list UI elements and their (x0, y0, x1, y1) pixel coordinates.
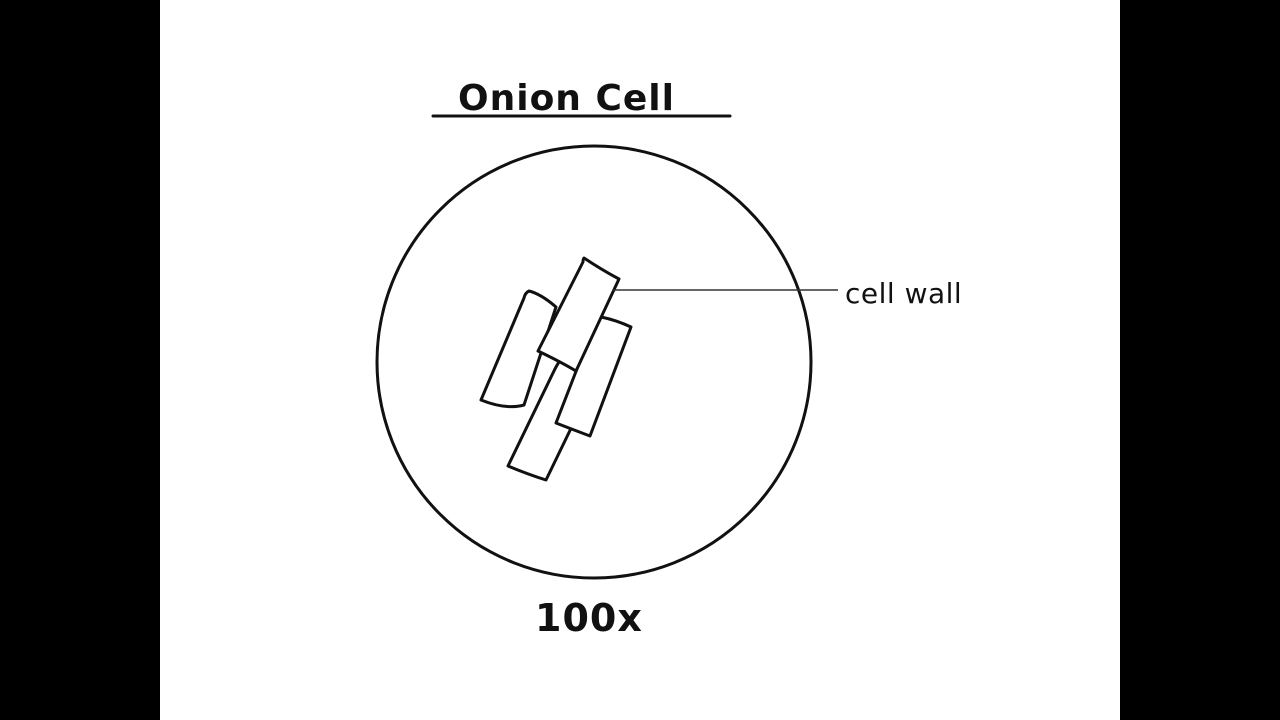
cell-wall-label: cell wall (845, 277, 962, 310)
cell-top (536, 256, 621, 373)
white-page (160, 0, 1120, 720)
diagram-title: Onion Cell (458, 78, 675, 119)
cell-left (479, 289, 558, 409)
field-of-view-circle (375, 144, 813, 580)
magnification-label: 100x (535, 596, 643, 640)
